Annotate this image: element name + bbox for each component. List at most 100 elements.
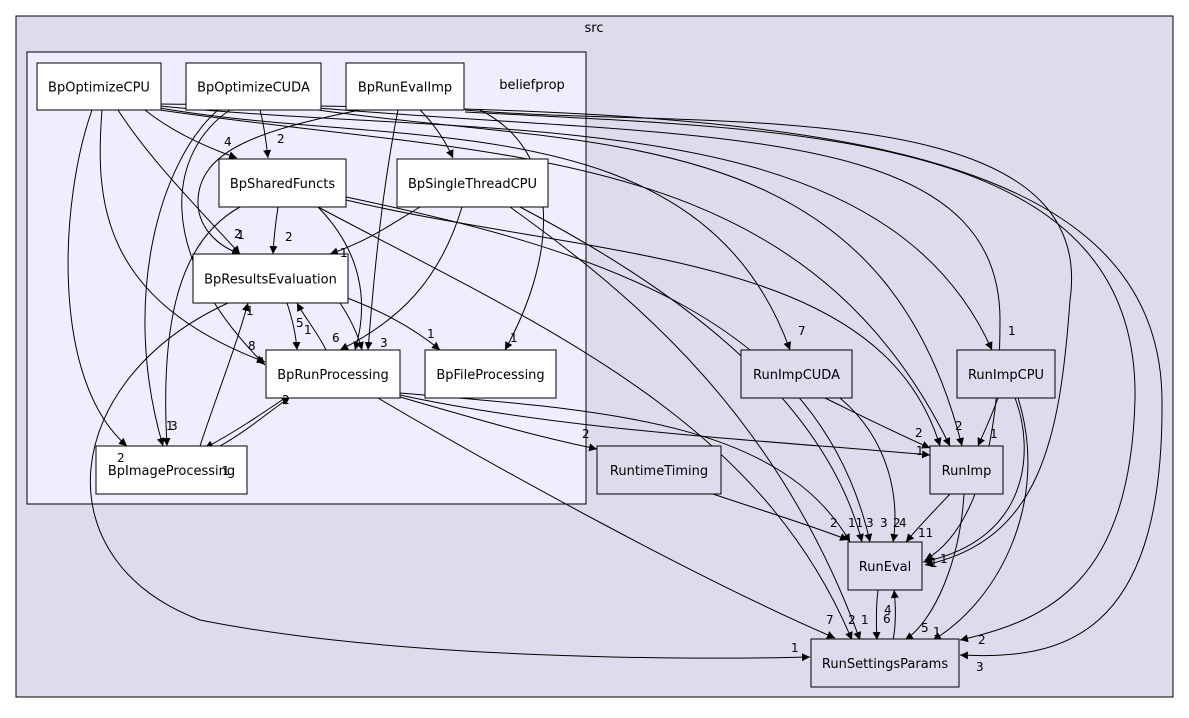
edge-runimpcuda-runeval bbox=[839, 397, 899, 543]
node-run-imp-cpu[interactable]: RunImpCPU bbox=[956, 349, 1056, 399]
edge-bpsharedfuncts-bprunprocessing bbox=[317, 206, 363, 351]
edge-bpsinglethreadcpu-runsettingsparams bbox=[509, 206, 862, 641]
edge-label: 2 bbox=[893, 516, 901, 530]
node-bp-optimize-cpu[interactable]: BpOptimizeCPU bbox=[36, 62, 162, 111]
node-box-bp-run-processing[interactable] bbox=[265, 349, 401, 399]
node-box-bp-shared-functs[interactable] bbox=[218, 158, 347, 208]
node-box-bp-run-eval-imp[interactable] bbox=[345, 62, 465, 111]
edge-runimpcpu-runsettingsparams bbox=[932, 397, 1029, 641]
node-bp-image-processing[interactable]: BpImageProcessing bbox=[95, 445, 248, 495]
edge-bpoptimizecpu-runimpcuda bbox=[159, 107, 792, 351]
edge-label: 2 bbox=[285, 230, 293, 244]
node-bp-file-processing[interactable]: BpFileProcessing bbox=[424, 349, 557, 399]
edge-label: 2 bbox=[848, 613, 856, 627]
node-label-bp-optimize-cuda: BpOptimizeCUDA bbox=[197, 81, 310, 96]
node-box-bp-single-thread-cpu[interactable] bbox=[396, 158, 549, 208]
cluster-beliefprop: beliefprop bbox=[26, 51, 587, 505]
edge-label: 1 bbox=[340, 246, 348, 260]
edge-bprunprocessing-runsettingsparams bbox=[377, 397, 836, 639]
node-runtime-timing[interactable]: RuntimeTiming bbox=[596, 445, 722, 495]
node-label-run-imp-cpu: RunImpCPU bbox=[968, 368, 1044, 383]
edge-bpoptimizecpu-bprunprocessing bbox=[99, 109, 266, 363]
edge-label: 6 bbox=[883, 612, 891, 626]
edge-label: 2 bbox=[282, 393, 290, 407]
node-box-bp-optimize-cpu[interactable] bbox=[36, 62, 162, 111]
edge-bpresultsevaluation-runsettingsparams bbox=[89, 302, 811, 662]
edge-label: 2 bbox=[978, 633, 986, 647]
edge-label: 3 bbox=[866, 516, 874, 530]
node-box-runtime-timing[interactable] bbox=[596, 445, 722, 495]
edge-bpsharedfuncts-bpresultsevaluation bbox=[269, 206, 279, 255]
edge-runimpcpu-runeval bbox=[922, 397, 1025, 565]
edge-label: 1 bbox=[861, 613, 869, 627]
edge-label: 2 bbox=[582, 427, 590, 441]
edge-label: 4 bbox=[884, 603, 892, 617]
node-label-bp-single-thread-cpu: BpSingleThreadCPU bbox=[408, 177, 537, 192]
node-label-runtime-timing: RuntimeTiming bbox=[610, 464, 708, 479]
edge-runeval-runsettingsparams bbox=[872, 589, 881, 641]
edge-label: 3 bbox=[976, 660, 984, 674]
edge-label: 3 bbox=[380, 336, 388, 350]
node-box-run-imp-cuda[interactable] bbox=[740, 349, 853, 399]
node-label-bp-run-processing: BpRunProcessing bbox=[277, 368, 389, 383]
edge-bpsinglethreadcpu-bprunprocessing bbox=[339, 206, 463, 351]
node-box-run-settings-params[interactable] bbox=[810, 638, 960, 688]
edge-label: 4 bbox=[899, 516, 907, 530]
node-run-settings-params[interactable]: RunSettingsParams bbox=[810, 638, 960, 688]
edge-label: 2 bbox=[915, 426, 923, 440]
edge-label: 2 bbox=[234, 227, 242, 241]
edge-label: 2 bbox=[117, 451, 125, 465]
node-bp-results-evaluation[interactable]: BpResultsEvaluation bbox=[192, 253, 349, 304]
edge-bpoptimizecuda-bpimageprocessing bbox=[144, 109, 219, 447]
edge-runimpcuda-runimp bbox=[824, 397, 931, 449]
node-bp-optimize-cuda[interactable]: BpOptimizeCUDA bbox=[185, 62, 322, 111]
edge-bprunprocessing-runeval bbox=[399, 392, 851, 543]
node-run-imp-cuda[interactable]: RunImpCUDA bbox=[740, 349, 853, 399]
node-label-bp-shared-functs: BpSharedFuncts bbox=[230, 177, 335, 192]
node-bp-run-processing[interactable]: BpRunProcessing bbox=[265, 349, 401, 399]
edge-label: 2 bbox=[277, 132, 285, 146]
node-box-bp-image-processing[interactable] bbox=[95, 445, 248, 495]
node-box-run-eval[interactable] bbox=[847, 541, 923, 591]
node-box-run-imp[interactable] bbox=[929, 445, 1004, 495]
edges-layer bbox=[67, 103, 1163, 662]
edge-bpoptimizecpu-bpresultsevaluation bbox=[117, 109, 241, 255]
node-label-run-imp-cuda: RunImpCUDA bbox=[753, 368, 840, 383]
edge-label: 1 bbox=[916, 444, 924, 458]
edge-bpoptimizecpu-runsettingsparams bbox=[159, 103, 1163, 660]
edge-label: 5 bbox=[296, 316, 304, 330]
edge-runtimetiming-runeval bbox=[709, 492, 849, 541]
edge-label: 1 bbox=[222, 464, 230, 478]
edge-bprunevalimp-bpsinglethreadcpu bbox=[419, 109, 454, 159]
node-box-bp-file-processing[interactable] bbox=[424, 349, 557, 399]
node-run-eval[interactable]: RunEval bbox=[847, 541, 923, 591]
node-box-bp-results-evaluation[interactable] bbox=[192, 253, 349, 304]
node-box-bp-optimize-cuda[interactable] bbox=[185, 62, 322, 111]
node-bp-run-eval-imp[interactable]: BpRunEvalImp bbox=[345, 62, 465, 111]
edge-bpoptimizecpu-runimp bbox=[159, 109, 951, 447]
edge-label: 6 bbox=[332, 331, 340, 345]
edge-bpoptimizecuda-runimp bbox=[317, 109, 964, 447]
edge-bpoptimizecuda-bprunprocessing bbox=[181, 109, 266, 366]
edge-label: 1 bbox=[940, 552, 948, 566]
nodes-layer: BpOptimizeCPU BpOptimizeCUDA BpRunEvalImpB… bbox=[36, 62, 1056, 688]
edge-bpoptimizecpu-bpimageprocessing bbox=[67, 109, 128, 447]
edge-label: 7 bbox=[826, 613, 834, 627]
node-label-bp-results-evaluation: BpResultsEvaluation bbox=[204, 273, 337, 288]
node-label-bp-run-eval-imp: BpRunEvalImp bbox=[358, 81, 452, 96]
node-run-imp[interactable]: RunImp bbox=[929, 445, 1004, 495]
edge-bpimageprocessing-bprunprocessing bbox=[219, 396, 291, 447]
edge-label: 1 bbox=[933, 625, 941, 639]
node-box-run-imp-cpu[interactable] bbox=[956, 349, 1056, 399]
edge-bprunprocessing-bpresultsevaluation bbox=[296, 302, 327, 351]
edge-label: 1 bbox=[990, 427, 998, 441]
node-bp-single-thread-cpu[interactable]: BpSingleThreadCPU bbox=[396, 158, 549, 208]
node-bp-shared-functs[interactable]: BpSharedFuncts bbox=[218, 158, 347, 208]
edge-label: 1 bbox=[926, 554, 934, 568]
edge-label: 2 bbox=[955, 419, 963, 433]
edge-bpresultsevaluation-bprunprocessing bbox=[286, 302, 301, 351]
cluster-beliefprop-label: beliefprop bbox=[499, 78, 565, 93]
